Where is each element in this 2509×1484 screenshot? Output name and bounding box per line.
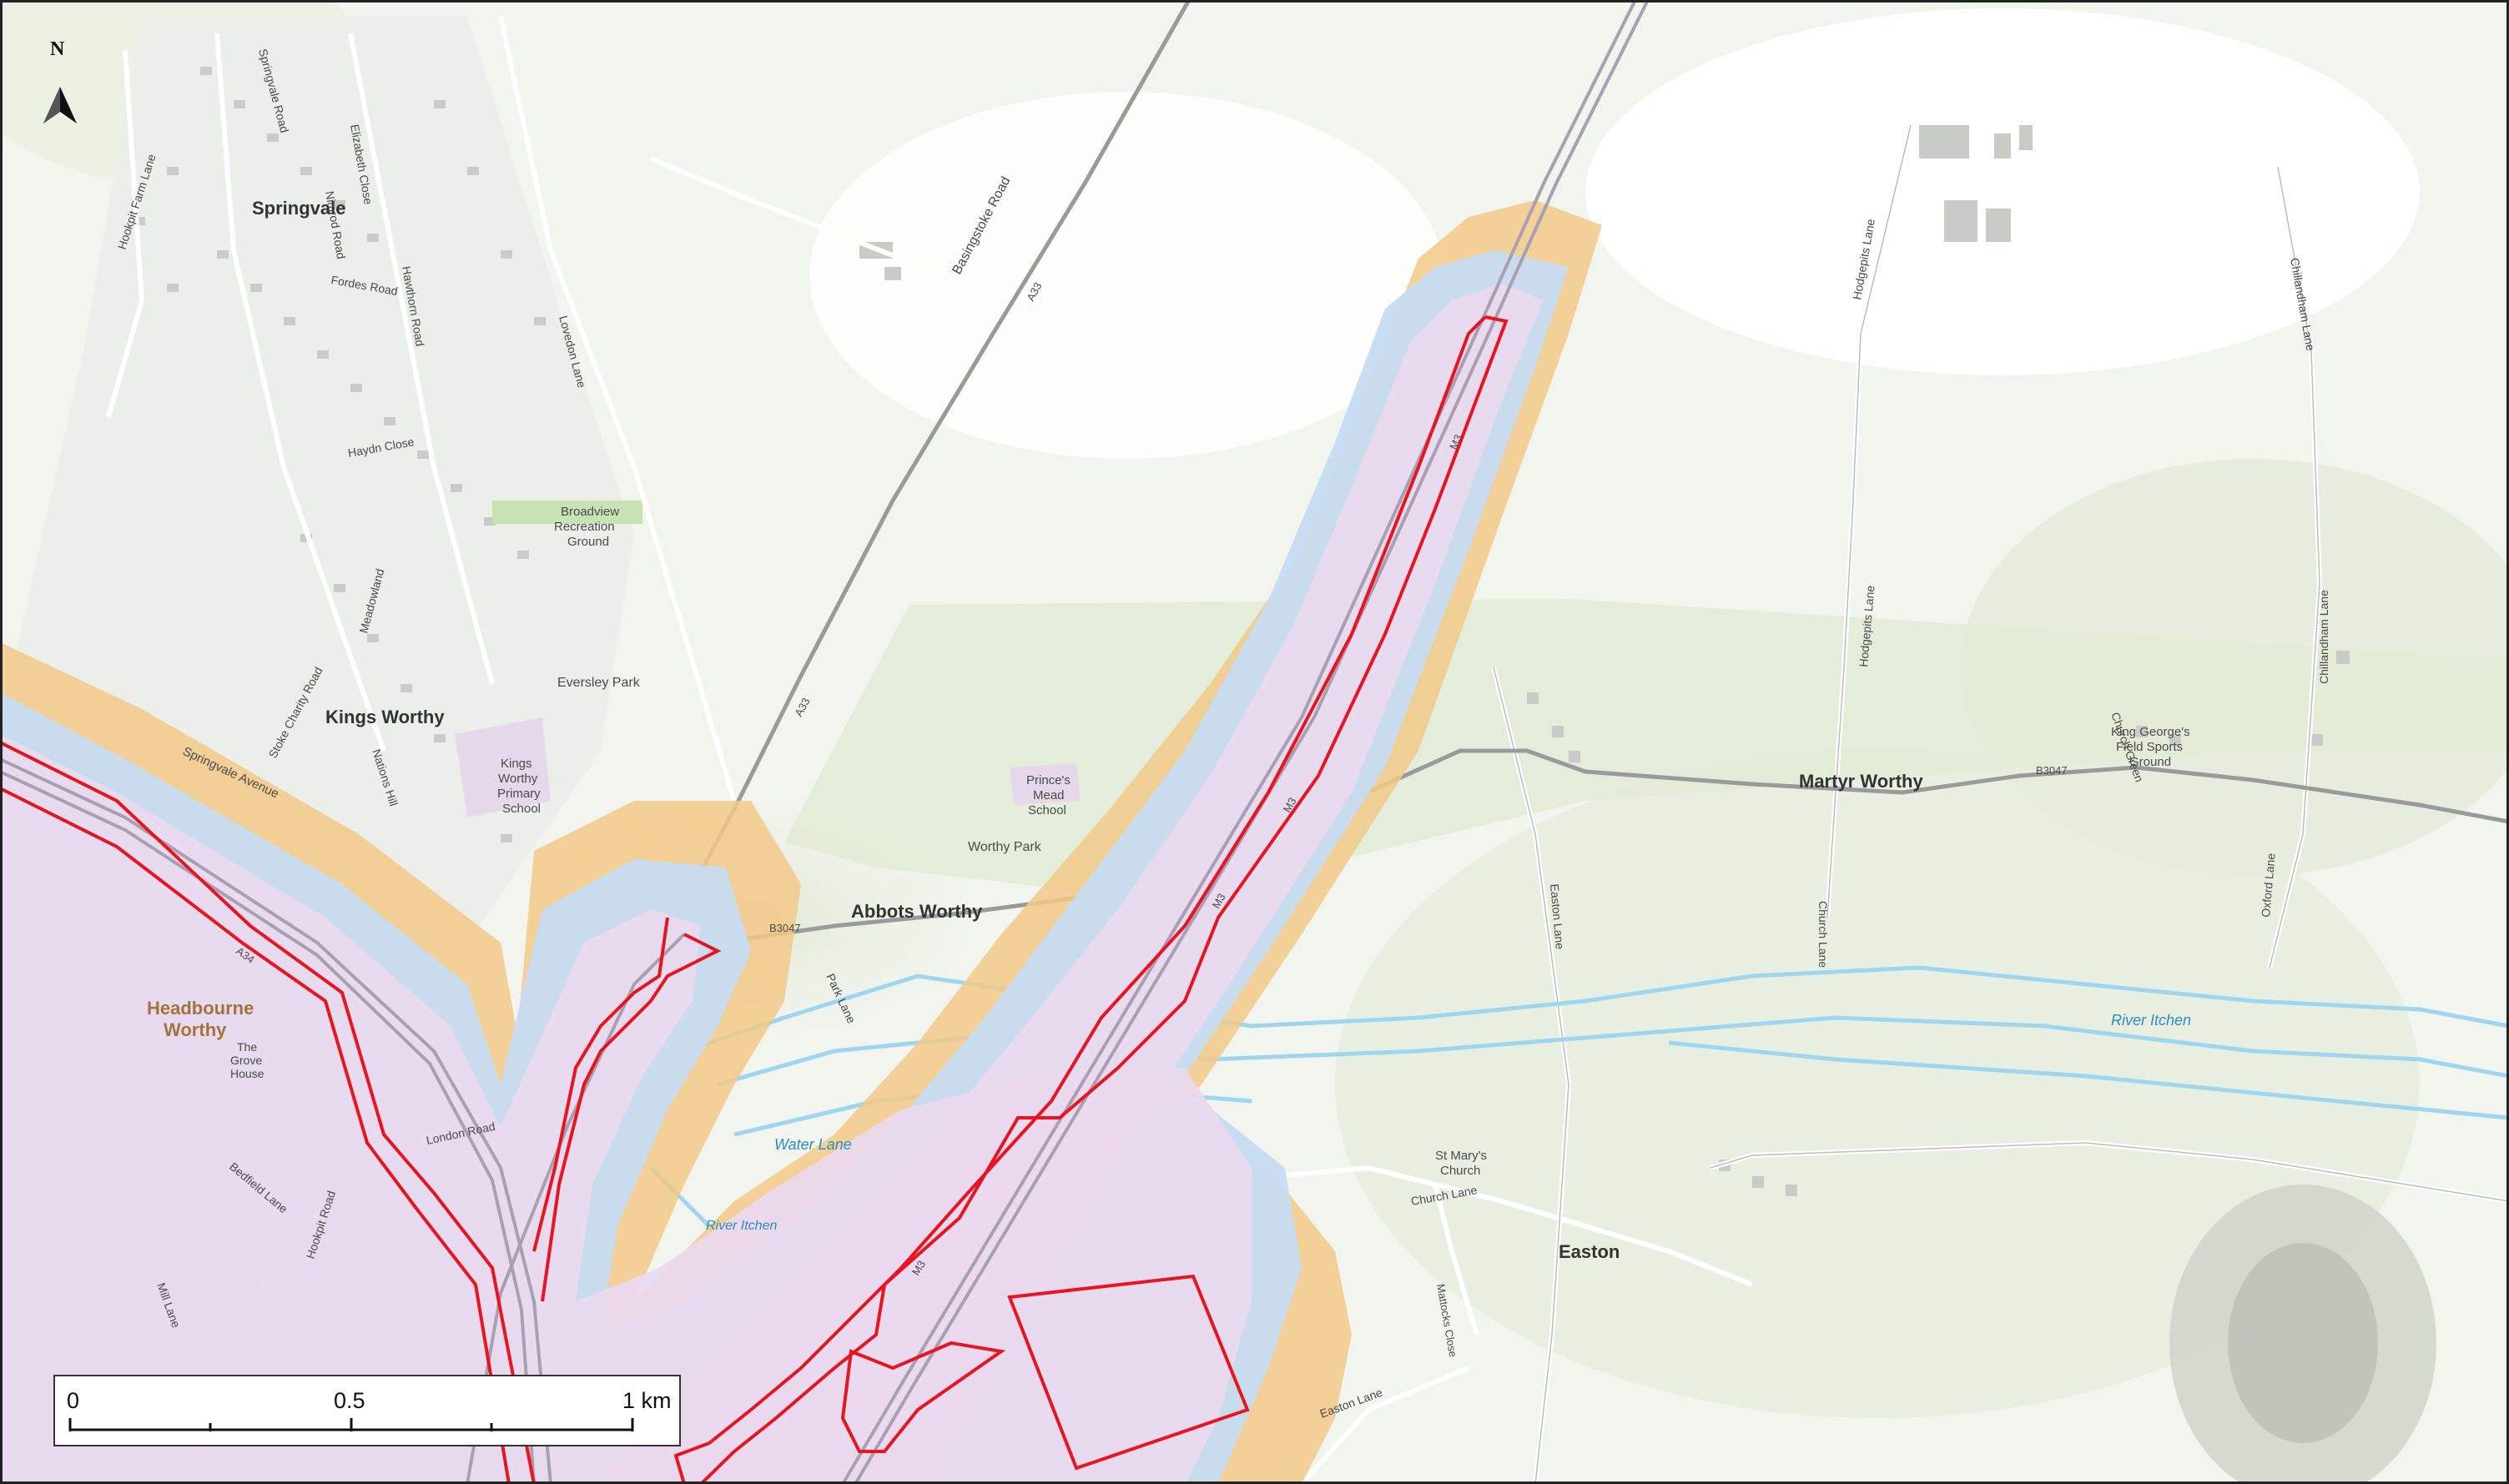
road-label-m3-a: M3 — [1447, 433, 1464, 452]
road-label-b3047-e: B3047 — [2036, 764, 2068, 777]
school-grounds — [455, 717, 551, 817]
scale-bar-tick-1km: 1 km — [622, 1388, 672, 1413]
road-label-chillandham-lane2: Chillandham Lane — [2317, 590, 2330, 684]
water-label-river-itchen-west: River Itchen — [706, 1219, 777, 1233]
water-label-water-lane: Water Lane — [774, 1136, 852, 1153]
place-label-martyr-worthy: Martyr Worthy — [1799, 771, 1923, 792]
feature-label-worthy-park: Worthy Park — [968, 840, 1042, 854]
road-label-b3047-w: B3047 — [769, 922, 801, 934]
place-label-kings-worthy: Kings Worthy — [325, 707, 445, 727]
building-blocks — [134, 67, 2350, 1196]
site-boundary — [0, 315, 1509, 1484]
buffer-inner — [0, 284, 1544, 1484]
hill-shade — [2228, 1243, 2378, 1443]
scale-bar-graphic — [68, 1418, 634, 1431]
scale-bar: 0 0.5 1 km — [53, 1375, 681, 1446]
water-label-river-itchen-east: River Itchen — [2111, 1012, 2191, 1029]
feature-label-eversley-park: Eversley Park — [557, 676, 641, 690]
road-label-oxford-lane: Oxford Lane — [2259, 853, 2278, 918]
road-label-easton-lane: Easton Lane — [1548, 883, 1567, 950]
place-label-abbots-worthy: Abbots Worthy — [851, 901, 983, 922]
school-grounds — [1010, 763, 1081, 805]
north-arrow-label: N — [50, 38, 65, 60]
recreation-ground — [492, 501, 642, 524]
scale-bar-tick-half: 0.5 — [334, 1388, 365, 1413]
terrain-light — [1585, 8, 2420, 375]
place-label-easton: Easton — [1559, 1241, 1620, 1262]
road-label-church-lane-martyr: Church Lane — [1816, 901, 1830, 968]
north-arrow: N — [37, 38, 87, 130]
terrain-light — [809, 92, 1443, 459]
scale-bar-tick-0: 0 — [67, 1388, 80, 1413]
north-arrow-icon — [43, 87, 77, 123]
minor-road-casings — [1493, 124, 2509, 1484]
place-label-springvale: Springvale — [252, 198, 345, 219]
terrain-green — [1335, 751, 2420, 1418]
